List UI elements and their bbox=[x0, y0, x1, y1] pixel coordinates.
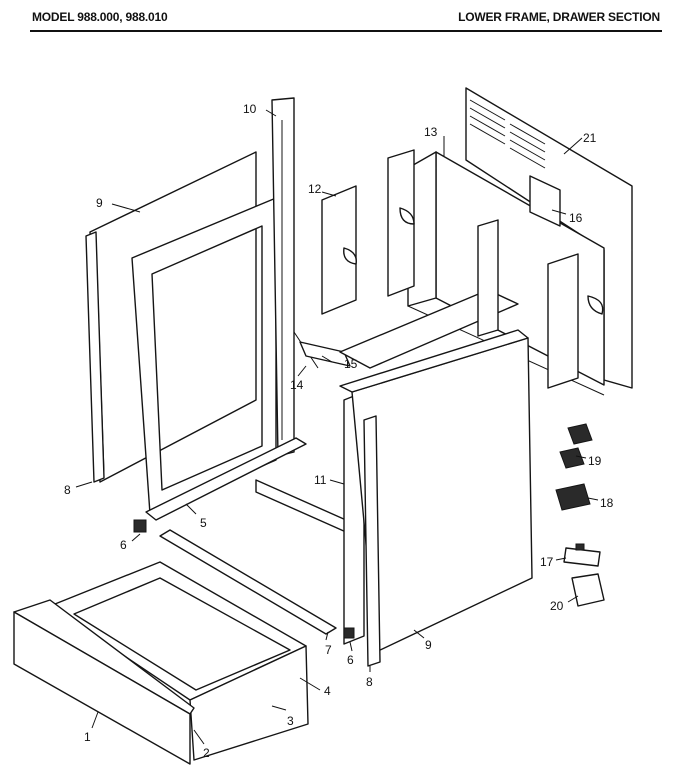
callout-9b: 9 bbox=[425, 638, 432, 652]
front-frame-part bbox=[131, 97, 295, 515]
lower-cross-rail-part bbox=[255, 479, 347, 533]
callout-6b: 6 bbox=[347, 653, 354, 667]
callout-19: 19 bbox=[588, 454, 602, 468]
leveling-foot-left-part bbox=[133, 519, 147, 533]
callout-10: 10 bbox=[243, 102, 257, 116]
side-channel-right-part bbox=[547, 253, 604, 389]
left-side-panel-part bbox=[89, 151, 257, 483]
callout-2: 2 bbox=[203, 746, 210, 760]
control-knob-part bbox=[559, 423, 593, 469]
callout-1: 1 bbox=[84, 730, 91, 744]
callout-8b: 8 bbox=[366, 675, 373, 689]
callout-15: 15 bbox=[344, 357, 358, 371]
right-side-panel-part bbox=[339, 329, 533, 653]
callout-21: 21 bbox=[583, 131, 597, 145]
callout-labels: 1 2 3 4 5 6 6 7 8 8 9 9 10 11 12 13 14 1… bbox=[64, 102, 614, 760]
center-tub-part bbox=[339, 219, 519, 369]
leader-lines bbox=[75, 109, 599, 745]
small-connector-part bbox=[563, 543, 601, 567]
mounting-plate-part bbox=[571, 573, 605, 607]
right-trim-strip-part bbox=[363, 415, 381, 667]
left-trim-strip-part bbox=[85, 231, 105, 483]
channel-bracket-part bbox=[321, 185, 357, 315]
callout-17: 17 bbox=[540, 555, 554, 569]
rear-bracket-part bbox=[529, 175, 561, 227]
drawer-rail-right-part bbox=[159, 529, 337, 635]
callout-6a: 6 bbox=[120, 538, 127, 552]
callout-9a: 9 bbox=[96, 196, 103, 210]
small-bracket-part bbox=[299, 341, 351, 367]
leveling-foot-right-part bbox=[343, 627, 355, 639]
callout-3: 3 bbox=[287, 714, 294, 728]
callout-14: 14 bbox=[290, 378, 304, 392]
callout-8a: 8 bbox=[64, 483, 71, 497]
callout-18: 18 bbox=[600, 496, 614, 510]
callout-12: 12 bbox=[308, 182, 322, 196]
header-rule bbox=[30, 30, 662, 32]
callout-4: 4 bbox=[324, 684, 331, 698]
callout-11: 11 bbox=[314, 473, 327, 487]
callout-7: 7 bbox=[325, 643, 332, 657]
drawer-assembly-part bbox=[13, 561, 321, 765]
callout-5: 5 bbox=[200, 516, 207, 530]
section-title: LOWER FRAME, DRAWER SECTION bbox=[458, 10, 660, 24]
model-label: MODEL 988.000, 988.010 bbox=[32, 10, 168, 24]
callout-13: 13 bbox=[424, 125, 438, 139]
callout-16: 16 bbox=[569, 211, 583, 225]
callout-20: 20 bbox=[550, 599, 564, 613]
switch-part bbox=[555, 483, 591, 511]
drawer-rail-left-part bbox=[145, 437, 307, 521]
side-channel-left-part bbox=[387, 149, 415, 297]
